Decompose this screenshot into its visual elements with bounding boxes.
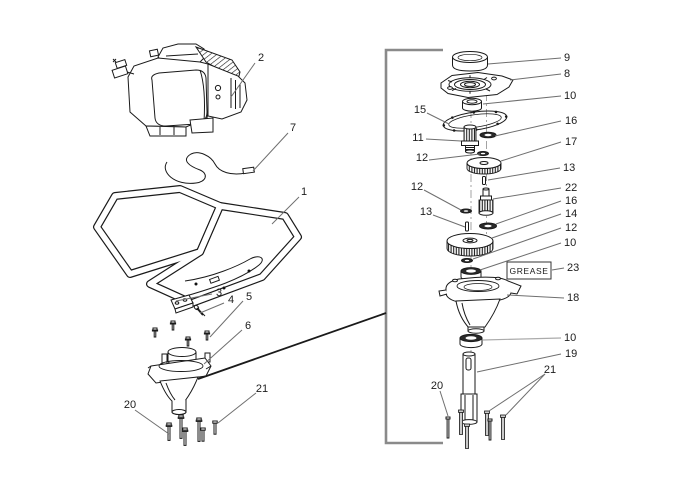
part-label-21-left: 21: [256, 383, 268, 395]
grease-callout-box: GREASE: [506, 261, 552, 280]
part-label-2: 2: [258, 52, 264, 64]
exploded-view-bracket: [384, 48, 443, 445]
bearing-part-10-top: [462, 97, 482, 112]
output-shaft-part-19: [460, 351, 478, 425]
part-label-20-right: 20: [431, 380, 443, 392]
mount-bolts-part-5: [151, 320, 211, 347]
part-label-12-a: 12: [416, 152, 428, 164]
cover-part-8: [440, 71, 514, 99]
part-label-12-c: 12: [565, 222, 577, 234]
part-label-10-b: 10: [564, 237, 576, 249]
pin-part-13-a: [482, 176, 486, 185]
part-label-17: 17: [565, 136, 577, 148]
part-label-21-right: 21: [544, 364, 556, 376]
leader-lines: [134, 57, 565, 435]
part-label-1: 1: [301, 186, 307, 198]
gear-part-17: [466, 157, 502, 175]
part-label-7: 7: [290, 122, 296, 134]
part-label-18: 18: [567, 292, 579, 304]
part-label-22: 22: [565, 182, 577, 194]
housing-part-18: [438, 276, 522, 334]
shaft-part-22: [478, 187, 494, 216]
part-label-11: 11: [412, 132, 423, 144]
engine-part-2: [111, 43, 248, 137]
gearbox-screws-left-20-21: [165, 414, 218, 446]
pinion-part-11: [461, 124, 479, 154]
part-label-10-c: 10: [564, 332, 576, 344]
part-label-12-b: 12: [411, 181, 423, 193]
grease-label: GREASE: [509, 266, 548, 276]
part-label-23: 23: [567, 262, 579, 274]
handle-frame-part-1: [93, 185, 302, 307]
detail-pointer-line: [197, 312, 387, 380]
part-label-4: 4: [228, 294, 234, 306]
bracket-screw-part-4: [193, 304, 206, 317]
washer-part-16-upper: [479, 131, 497, 139]
washer-part-12-a: [477, 151, 489, 156]
part-label-8: 8: [564, 68, 570, 80]
part-label-3: 3: [216, 287, 222, 299]
cap-part-9: [452, 51, 488, 72]
part-label-13-a: 13: [563, 162, 575, 174]
part-label-16-a: 16: [565, 115, 577, 127]
washer-part-16-lower: [479, 222, 497, 230]
part-label-13-b: 13: [420, 206, 432, 218]
fuel-cap-icon: [111, 58, 135, 79]
part-label-15: 15: [414, 104, 426, 116]
washer-part-12-b: [460, 208, 472, 214]
pin-part-13-b: [465, 221, 469, 232]
callout-labels: 2 7 1 3 4 5 6 20 21 15 11 12 12 13 9 8 1…: [124, 52, 579, 411]
part-label-20-left: 20: [124, 399, 136, 411]
part-label-6: 6: [245, 320, 251, 332]
part-label-5: 5: [246, 291, 252, 303]
part-label-9: 9: [564, 52, 570, 64]
washer-part-12-c: [461, 258, 473, 263]
part-label-19: 19: [565, 348, 577, 360]
part-label-14: 14: [565, 208, 577, 220]
bearing-part-10-bottom: [459, 333, 483, 349]
part-label-10-a: 10: [564, 90, 576, 102]
gear-part-14: [446, 233, 494, 257]
throttle-cable-part-7: [164, 152, 255, 184]
gearbox-assembled-part-6: [147, 347, 212, 415]
part-label-16-b: 16: [565, 195, 577, 207]
